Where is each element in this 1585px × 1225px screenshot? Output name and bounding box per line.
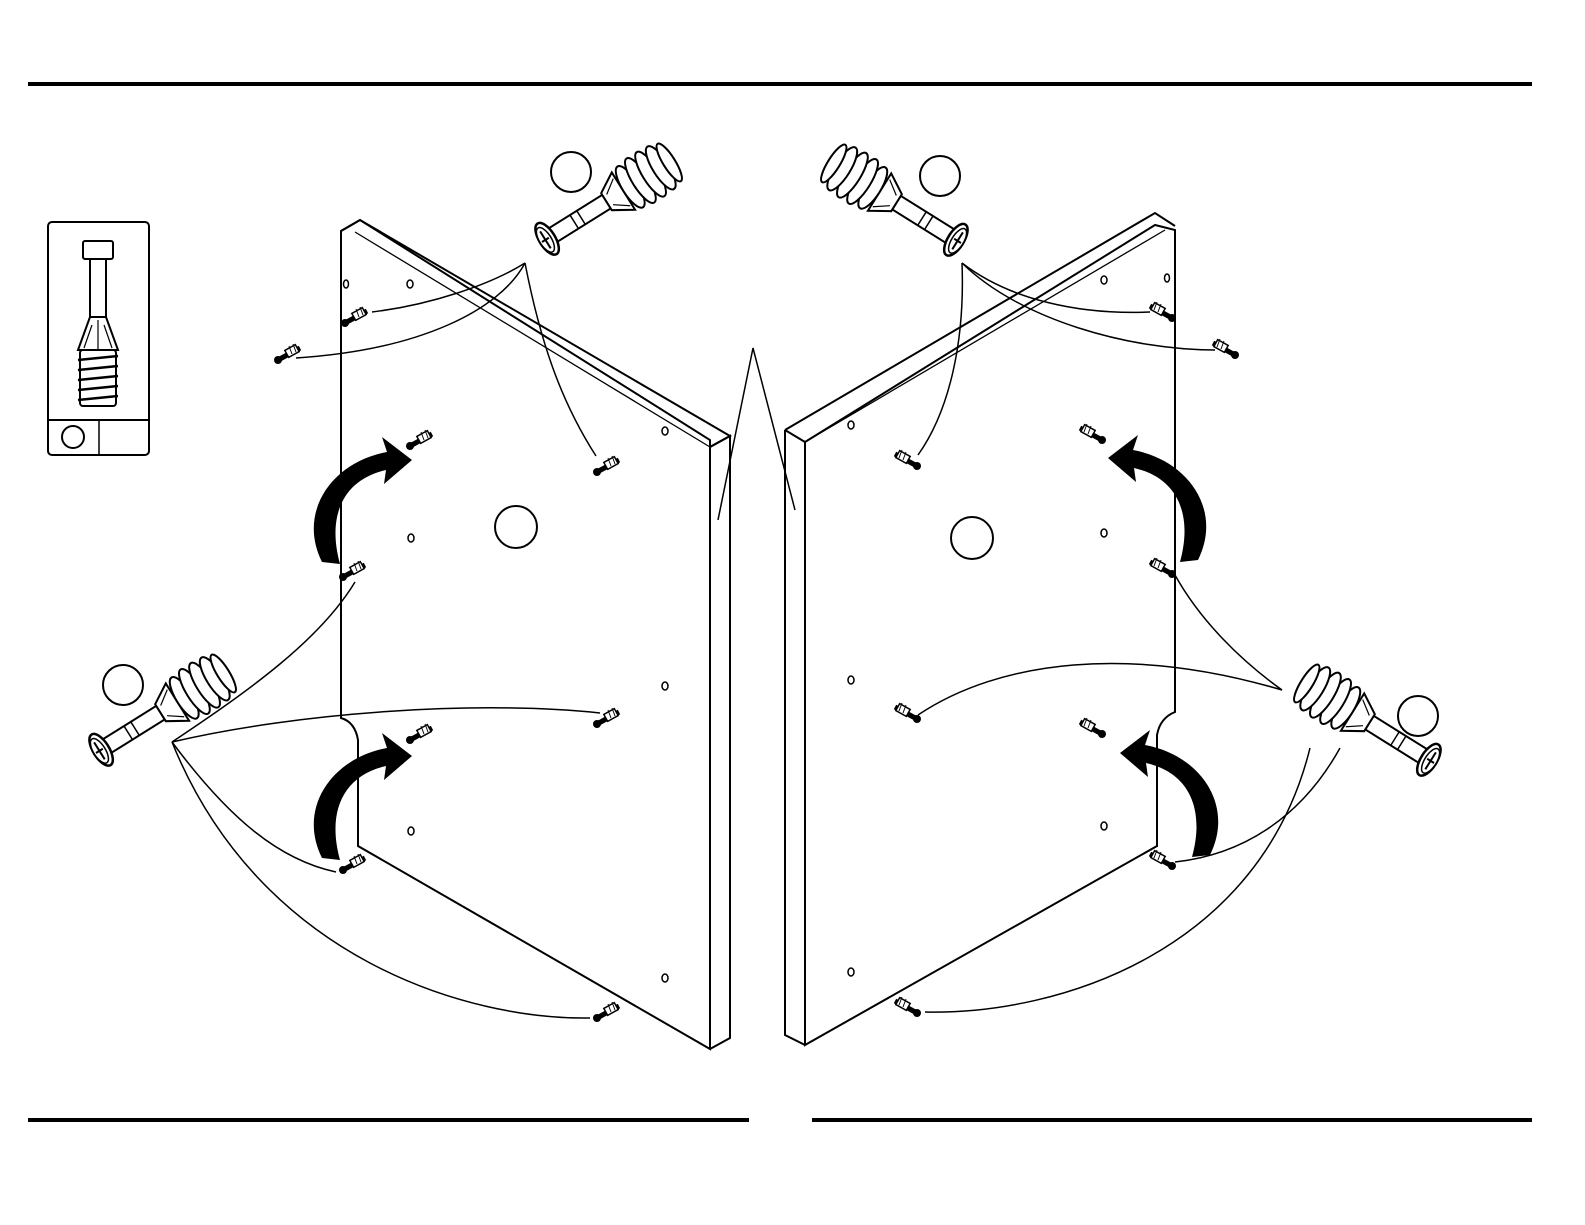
part-id-circle: [62, 426, 84, 448]
part-inset-box: [48, 222, 149, 455]
left-panel-callout: [495, 506, 537, 548]
right-panel-callout: [951, 517, 993, 559]
left-side-panel: [341, 220, 730, 1049]
